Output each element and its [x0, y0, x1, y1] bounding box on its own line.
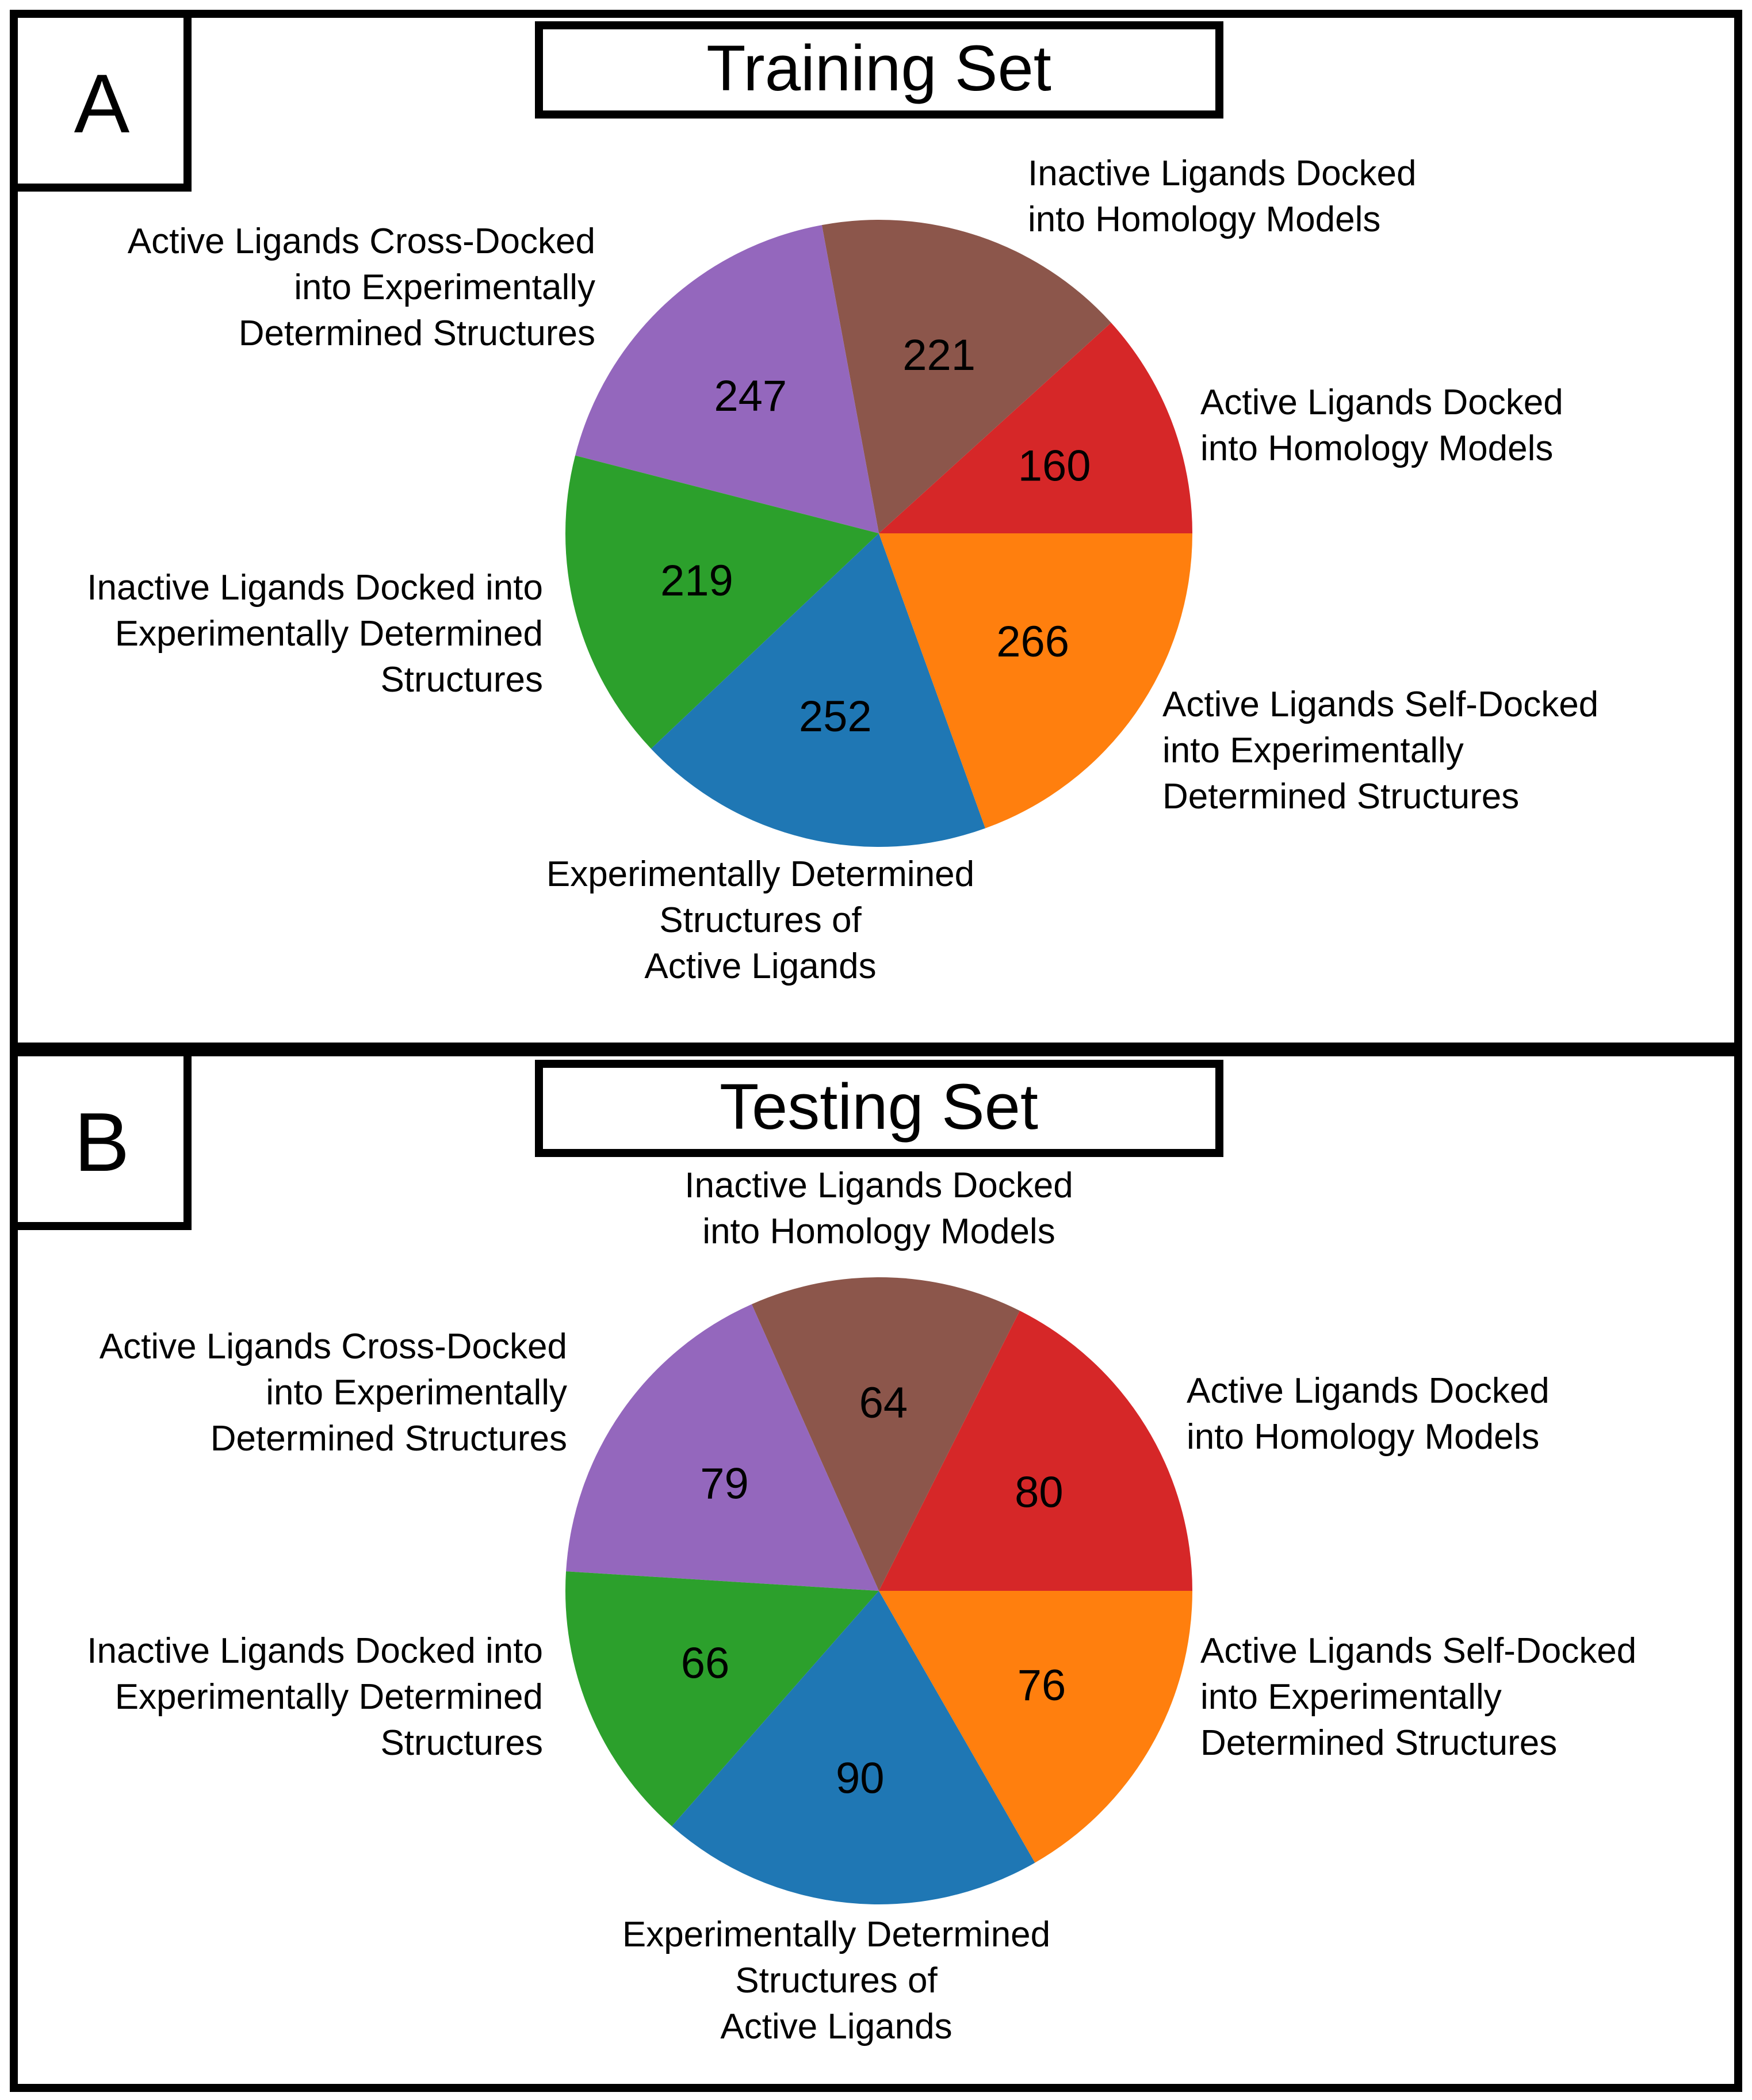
panel-letter: A	[74, 57, 130, 150]
pie-slice-active-ligands-docked-into-homology-models	[879, 322, 1192, 533]
slice-value-label: 80	[1015, 1468, 1064, 1517]
chart-title-box	[535, 1060, 1223, 1157]
chart-title: Testing Set	[720, 1071, 1038, 1143]
pie-slice-inactive-ligands-docked-into-experimentally-determined-structures	[565, 455, 879, 749]
slice-value-label: 219	[660, 556, 733, 605]
pie-slice-active-ligands-self-docked-into-experimentally-determined-structures	[879, 533, 1192, 828]
slice-value-label: 266	[996, 617, 1069, 666]
slice-value-label: 160	[1018, 441, 1091, 490]
pie-slice-active-ligands-self-docked-into-experimentally-determined-structures	[879, 1591, 1192, 1863]
chart-title: Training Set	[706, 32, 1051, 104]
slice-value-label: 221	[902, 331, 976, 380]
slice-value-label: 64	[859, 1379, 908, 1427]
panel-border	[10, 1050, 1742, 2092]
pie-slice-inactive-ligands-docked-into-homology-models	[751, 1277, 1020, 1591]
slice-value-label: 252	[799, 692, 872, 741]
panel-letter-box	[10, 10, 192, 192]
slice-value-label: 66	[681, 1639, 730, 1687]
chart-title-box	[535, 21, 1223, 119]
slice-value-label: 79	[700, 1459, 749, 1508]
pie-slice-active-ligands-cross-docked-into-experimentally-determined-structures	[575, 225, 879, 534]
slice-value-label: 247	[714, 372, 787, 421]
panel-letter: B	[74, 1095, 130, 1189]
panel-border	[10, 10, 1742, 1050]
slice-value-label: 90	[836, 1754, 885, 1803]
slice-value-label: 76	[1017, 1661, 1066, 1710]
panel-letter-box	[10, 1050, 192, 1230]
pie-slice-active-ligands-cross-docked-into-experimentally-determined-structures	[566, 1304, 879, 1591]
pie-slice-experimentally-determined-structures-of-active-ligands	[672, 1591, 1035, 1904]
pie-slice-inactive-ligands-docked-into-experimentally-determined-structures	[565, 1571, 879, 1827]
pie-slice-inactive-ligands-docked-into-homology-models	[821, 220, 1111, 533]
pie-slice-active-ligands-docked-into-homology-models	[879, 1311, 1192, 1591]
pie-slice-experimentally-determined-structures-of-active-ligands	[651, 533, 986, 847]
